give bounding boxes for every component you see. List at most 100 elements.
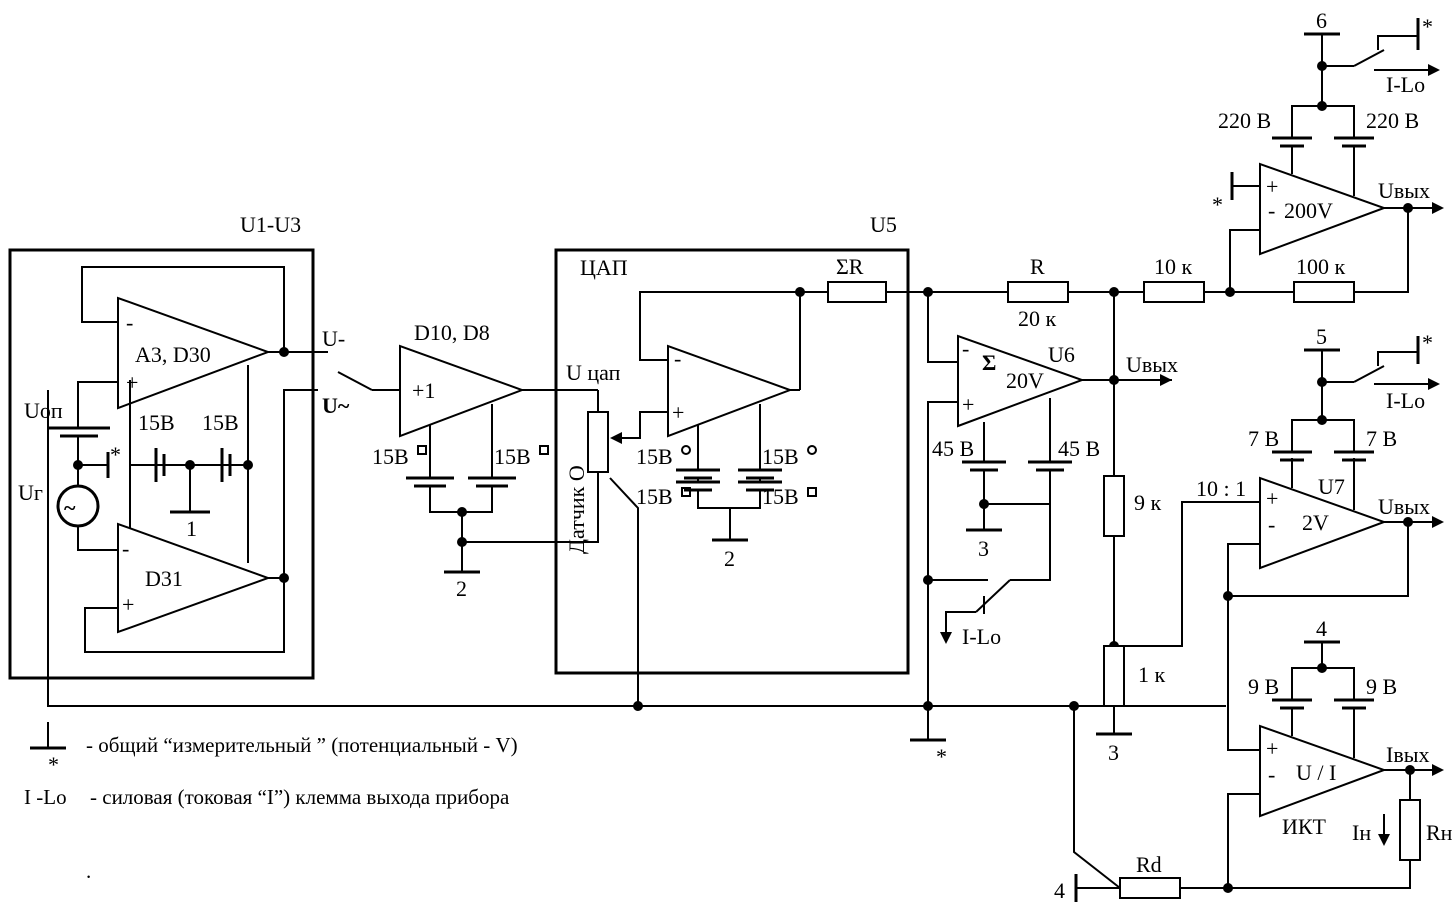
label-uop: Uоп (24, 398, 63, 423)
block-u1u3 (8, 248, 315, 680)
amp-ui-ikt: ИКТ (1282, 814, 1327, 839)
label-iout: Iвых (1386, 742, 1430, 767)
label-10k: 10 к (1154, 254, 1193, 279)
node-3-b: 3 (1108, 740, 1119, 765)
resistor-rn (1399, 799, 1421, 861)
supply-9v-b: 9 В (1366, 674, 1397, 699)
amp-d31-plus: + (122, 592, 134, 617)
generator-tilde: ~ (64, 495, 76, 520)
amp-dac-plus: + (672, 400, 684, 425)
gen-star: * (110, 442, 121, 467)
ground-star-1: * (936, 744, 947, 769)
supply-7v-b: 7 В (1366, 426, 1397, 451)
label-ilo-hv: I-Lo (1386, 72, 1425, 97)
legend-ground-star: * (48, 752, 59, 777)
amp-d31 (117, 522, 271, 634)
node-1: 1 (186, 516, 197, 541)
amp-200v-minus: - (1268, 198, 1275, 223)
amp-u7 (1259, 476, 1387, 570)
amp-d31-label: D31 (145, 566, 183, 591)
supply-7v-a: 7 В (1248, 426, 1279, 451)
amp-u6-plus: + (962, 392, 974, 417)
resistor-r-20k (1007, 281, 1069, 303)
label-sensor: Датчик О (564, 465, 589, 554)
amp-a3-label: A3, D30 (135, 342, 211, 367)
label-ilo-u6: I-Lo (962, 624, 1001, 649)
amp-dac (667, 344, 793, 438)
label-sum-r: ΣR (836, 254, 864, 279)
legend-ilo-label: I -Lo (24, 785, 67, 809)
buffer-title: D10, D8 (414, 320, 490, 345)
label-uout-hv: Uвых (1378, 178, 1430, 203)
amp-u7-plus: + (1266, 486, 1278, 511)
resistor-rd (1119, 877, 1181, 899)
node-4-a: 4 (1316, 616, 1327, 641)
label-1k: 1 к (1138, 662, 1166, 687)
amp-u6-gain: 20V (1006, 368, 1044, 393)
label-dac: ЦАП (580, 255, 628, 280)
amp-ui-minus: - (1268, 762, 1275, 787)
node-4-b: 4 (1054, 878, 1065, 903)
label-in: Iн (1352, 820, 1371, 845)
resistor-9k (1103, 475, 1125, 537)
resistor-1k (1103, 645, 1125, 707)
label-u-dac: U цап (566, 360, 621, 385)
node-5: 5 (1316, 324, 1327, 349)
supply-220v-a: 220 В (1218, 108, 1271, 133)
node-2-b: 2 (724, 546, 735, 571)
label-9k: 9 к (1134, 490, 1162, 515)
label-u5: U5 (870, 212, 897, 237)
amp-buffer (399, 344, 525, 438)
amp-u7-minus: - (1268, 512, 1275, 537)
amp-ui (1259, 724, 1387, 818)
amp-200v (1259, 162, 1387, 256)
label-ilo-u7: I-Lo (1386, 388, 1425, 413)
legend-ilo-text: - силовая (токовая “I”) клемма выхода пр… (90, 785, 510, 809)
amp-200v-plus: + (1266, 174, 1278, 199)
amp-a3-d30 (117, 296, 271, 410)
label-ug: Uг (18, 480, 43, 505)
u7-switch-star: * (1422, 330, 1433, 355)
amp-d31-minus: - (122, 536, 129, 561)
label-u1u3: U1-U3 (240, 212, 301, 237)
hv-star: * (1212, 192, 1223, 217)
node-6: 6 (1316, 8, 1327, 33)
amp-a3-minus: - (126, 310, 133, 335)
supply-15b-g: 15B (636, 484, 673, 509)
amp-u6-name: U6 (1048, 342, 1075, 367)
legend-ground-text: - общий “измерительный ” (потенциальный … (86, 733, 518, 757)
hv-switch-star: * (1422, 14, 1433, 39)
supply-9v-a: 9 В (1248, 674, 1279, 699)
label-uout-u7: Uвых (1378, 494, 1430, 519)
resistor-sum-r (827, 281, 887, 303)
supply-220v-b: 220 В (1366, 108, 1419, 133)
amp-200v-gain: 200V (1284, 198, 1333, 223)
amp-u7-gain: 2V (1302, 510, 1329, 535)
buffer-gain: +1 (412, 378, 435, 403)
supply-15b-d: 15B (494, 444, 531, 469)
label-rd: Rd (1136, 852, 1162, 877)
supply-15b-a: 15B (138, 410, 175, 435)
label-rn: Rн (1426, 820, 1453, 845)
supply-15b-b: 15B (202, 410, 239, 435)
amp-u7-name: U7 (1318, 474, 1345, 499)
label-u-ac: U~ (322, 393, 350, 418)
amp-dac-minus: - (674, 346, 681, 371)
supply-15b-e: 15B (636, 444, 673, 469)
legend-dot: . (86, 859, 91, 883)
supply-45v-b: 45 В (1058, 436, 1100, 461)
amp-ui-plus: + (1266, 736, 1278, 761)
mode-switch (337, 371, 373, 391)
label-100k: 100 к (1296, 254, 1346, 279)
amp-u6-minus: - (962, 336, 969, 361)
supply-15b-f: 15B (762, 444, 799, 469)
label-r: R (1030, 254, 1045, 279)
label-20k: 20 к (1018, 306, 1057, 331)
amp-u6 (957, 334, 1085, 428)
resistor-10k (1143, 281, 1205, 303)
block-u5 (554, 248, 910, 675)
amp-u6-sum: Σ (982, 350, 996, 375)
supply-45v-a: 45 В (932, 436, 974, 461)
node-2-a: 2 (456, 576, 467, 601)
